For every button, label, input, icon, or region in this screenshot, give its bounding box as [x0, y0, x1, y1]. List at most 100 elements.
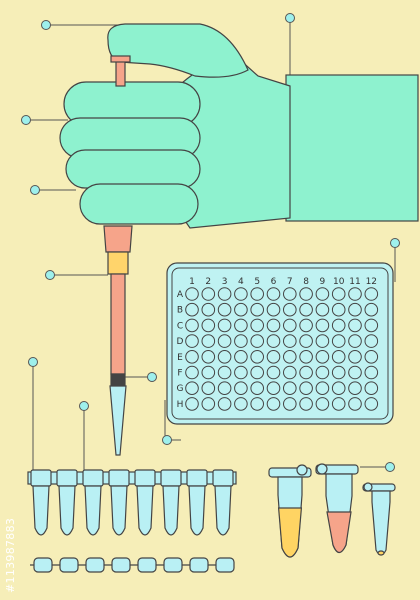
plate-well [283, 381, 297, 396]
pipette-tip [109, 385, 127, 456]
plate-column-label: 8 [303, 277, 309, 287]
plate-column-label: 6 [271, 277, 277, 287]
plate-well [266, 350, 281, 364]
plate-well [217, 350, 232, 364]
plate-column-label: 4 [238, 277, 244, 287]
pcr-tube [108, 469, 130, 536]
pcr-tube [134, 469, 156, 536]
tube-yellow [268, 464, 312, 558]
tube-small [362, 482, 396, 556]
plate-column-label: 10 [333, 277, 345, 287]
plate-column-label: 1 [189, 277, 195, 287]
plate-well [299, 397, 313, 411]
plate-well [315, 397, 330, 411]
plate-well [283, 287, 297, 301]
plate-row-label: C [177, 321, 183, 331]
plate-well [185, 334, 199, 348]
plate-well [283, 318, 297, 333]
plate-well [299, 318, 313, 333]
plate-well [283, 350, 297, 364]
plate-well [217, 381, 232, 396]
plate-well [364, 365, 379, 380]
plate-well [201, 397, 216, 411]
plate-well [315, 334, 330, 348]
plate-well [217, 334, 232, 348]
plate-well [315, 287, 330, 301]
plate-well [348, 334, 362, 348]
plate-column-label: 2 [205, 277, 211, 287]
plate-well [234, 287, 248, 301]
plate-well [250, 381, 265, 396]
plate-row-label: B [177, 306, 183, 316]
glove-finger-4 [79, 183, 199, 225]
tube-cap [215, 557, 235, 573]
tube-cap [163, 557, 183, 573]
plate-row-label: G [177, 384, 184, 394]
plate-well [266, 334, 281, 348]
pipette [103, 55, 133, 456]
plate-column-label: 7 [287, 277, 293, 287]
glove-finger-3 [65, 149, 201, 189]
plunger-stem [115, 59, 126, 87]
plate-well [299, 287, 313, 301]
plate-well [201, 287, 216, 301]
plate-well [364, 350, 379, 364]
plate-row-label: E [177, 353, 183, 363]
plate-well [331, 350, 346, 364]
plate-well [234, 302, 248, 317]
plate-well [250, 365, 265, 380]
plate-well [234, 365, 248, 380]
plate-well [331, 365, 346, 380]
tube-cap [59, 557, 79, 573]
plate-column-label: 3 [222, 277, 228, 287]
plate-well [185, 318, 199, 333]
pcr-tube [212, 469, 234, 536]
plunger-button [110, 55, 131, 63]
plate-well [364, 302, 379, 317]
plate-well [185, 287, 199, 301]
callout-dots [21, 13, 400, 472]
plate-well [234, 397, 248, 411]
plate-well [348, 397, 362, 411]
plate-well [283, 397, 297, 411]
pipette-shaft [110, 273, 126, 375]
plate-well [331, 334, 346, 348]
tube-strip-bar [27, 471, 237, 485]
plate-well [331, 318, 346, 333]
plate-well [364, 381, 379, 396]
plate-row-label: F [177, 369, 182, 379]
plate-well [201, 302, 216, 317]
tube-cap [137, 557, 157, 573]
plate-well [266, 381, 281, 396]
plate-well [185, 350, 199, 364]
plate-well [331, 287, 346, 301]
pcr-tube [30, 469, 52, 536]
plate-well [250, 334, 265, 348]
tube-orange [315, 463, 359, 554]
pcr-tube [160, 469, 182, 536]
plate-well [315, 350, 330, 364]
plate-column-label: 5 [254, 277, 260, 287]
plate-well [266, 287, 281, 301]
plate-row-label: A [177, 290, 184, 300]
glove-thumb [107, 23, 249, 78]
plate-column-label: 11 [349, 277, 360, 287]
glove-cuff [285, 74, 419, 222]
plate-well [266, 365, 281, 380]
pipette-body [103, 225, 133, 253]
stock-id-text: #113987883 [4, 517, 17, 593]
plate-well [266, 318, 281, 333]
plate-well [348, 287, 362, 301]
plate-well [299, 381, 313, 396]
tube-cap [189, 557, 209, 573]
plate-well [364, 287, 379, 301]
plate-well [217, 318, 232, 333]
plate-well [299, 350, 313, 364]
plate-well [266, 302, 281, 317]
plate-well [217, 287, 232, 301]
plate-well [185, 381, 199, 396]
plate-well [348, 381, 362, 396]
plate-well [315, 302, 330, 317]
